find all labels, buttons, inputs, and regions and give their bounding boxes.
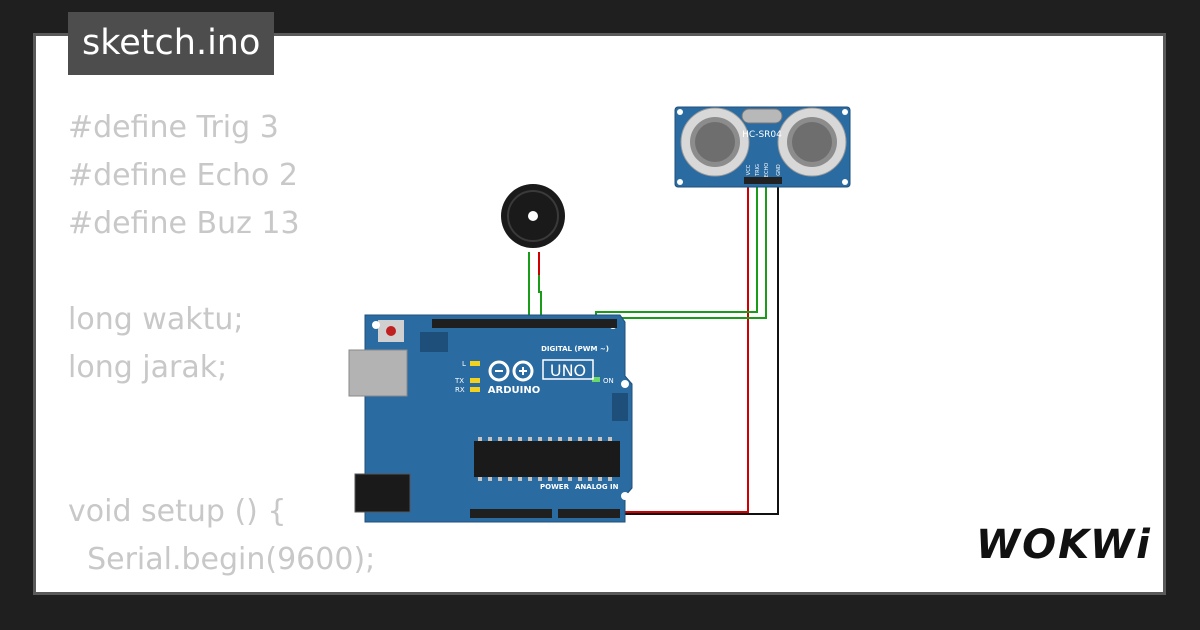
sensor-label: HC-SR04 [742, 130, 782, 140]
icsp-header [420, 332, 448, 352]
power-jack [354, 473, 411, 513]
code-line: void setup () { [68, 494, 287, 529]
power-label: POWER [540, 483, 570, 491]
code-line: #define Trig 3 [68, 110, 279, 145]
power-header [470, 509, 552, 518]
code-line: #define Buz 13 [68, 206, 300, 241]
microcontroller-chip [474, 441, 620, 477]
model-label: UNO [550, 361, 586, 380]
analog-label: ANALOG IN [575, 483, 619, 491]
arduino-uno[interactable]: DIGITAL (PWM ~) L TX RX ON UNO ARDUINO P… [348, 314, 633, 523]
on-label: ON [603, 377, 614, 385]
sketch-title: sketch.ino [68, 12, 275, 75]
transducer-left [680, 107, 750, 177]
echo-wire [602, 186, 767, 322]
arduino-infinity-icon [488, 360, 534, 382]
rx-label: RX [455, 386, 465, 394]
tx-label: TX [454, 377, 464, 385]
analog-header [558, 509, 620, 518]
code-line: long jarak; [68, 350, 228, 385]
wokwi-logo: WOKWi [976, 522, 1152, 568]
code-line: long waktu; [68, 302, 244, 337]
digital-label: DIGITAL (PWM ~) [541, 345, 609, 353]
usb-port [348, 349, 408, 397]
code-line: pinMode(Buz, OUTPUT); [68, 584, 445, 592]
trig-wire [595, 186, 758, 322]
code-line: #define Echo 2 [68, 158, 298, 193]
sensor-pin-label: TRIG [755, 164, 761, 177]
code-line: Serial.begin(9600); [68, 542, 376, 577]
code-preview: #define Trig 3 #define Echo 2 #define Buz … [68, 104, 445, 592]
hc-sr04-sensor[interactable]: HC-SR04 VCC TRIG ECHO GND [674, 106, 851, 188]
buzzer[interactable] [501, 184, 565, 248]
digital-header [432, 319, 617, 328]
sensor-pin-label: ECHO [764, 163, 770, 177]
sensor-pin-label: GND [776, 164, 782, 176]
l-label: L [462, 360, 466, 368]
brand-label: ARDUINO [488, 385, 540, 396]
transducer-right [777, 107, 847, 177]
sensor-pin-label: VCC [746, 164, 752, 175]
